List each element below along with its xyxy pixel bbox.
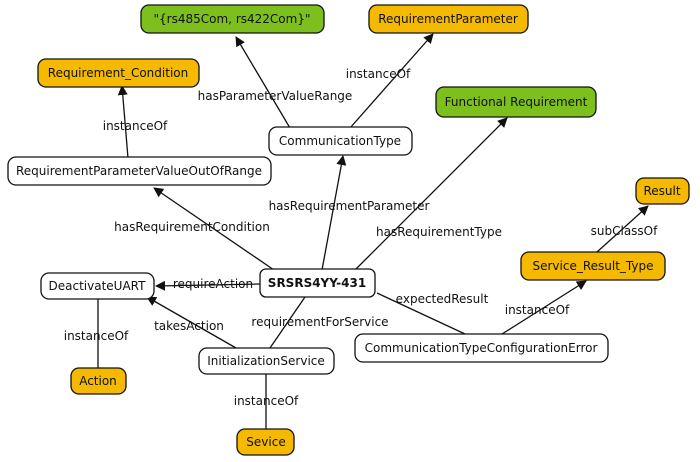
edge-instance-of-action: instanceOf bbox=[64, 299, 129, 368]
node-srs-requirement[interactable]: SRSRS4YY-431 bbox=[259, 268, 376, 298]
edge-label-instance-of-requirement-condition: instanceOf bbox=[103, 119, 168, 133]
node-label-deactivate-uart: DeactivateUART bbox=[49, 279, 147, 293]
edge-requirement-for-service: requirementForService bbox=[251, 296, 389, 349]
node-action[interactable]: Action bbox=[70, 367, 127, 395]
node-sevice[interactable]: Sevice bbox=[236, 428, 295, 456]
node-config-error[interactable]: CommunicationTypeConfigurationError bbox=[354, 333, 609, 363]
edge-instance-of-requirement-condition: instanceOf bbox=[103, 85, 168, 159]
node-label-result: Result bbox=[643, 184, 680, 198]
node-label-action: Action bbox=[79, 374, 117, 388]
node-label-initialization-service: InitializationService bbox=[207, 354, 325, 368]
node-label-sevice: Sevice bbox=[246, 435, 285, 449]
edge-instance-of-service: instanceOf bbox=[234, 374, 299, 429]
node-initialization-service[interactable]: InitializationService bbox=[198, 347, 335, 375]
edge-label-instance-of-service-result-type: instanceOf bbox=[505, 303, 570, 317]
edge-label-require-action: requireAction bbox=[173, 277, 253, 291]
node-communication-type[interactable]: CommunicationType bbox=[268, 126, 413, 156]
edge-label-sub-class-of: subClassOf bbox=[591, 224, 658, 238]
node-label-literal-value-range: "{rs485Com, rs422Com}" bbox=[154, 12, 311, 26]
edge-require-action: requireAction bbox=[155, 277, 261, 291]
node-label-config-error: CommunicationTypeConfigurationError bbox=[365, 341, 598, 355]
edge-has-requirement-parameter: hasRequirementParameter bbox=[269, 155, 430, 271]
node-literal-value-range[interactable]: "{rs485Com, rs422Com}" bbox=[140, 4, 325, 34]
edge-label-has-requirement-type: hasRequirementType bbox=[376, 225, 502, 239]
edge-label-has-requirement-condition: hasRequirementCondition bbox=[114, 220, 270, 234]
node-label-requirement-condition: Requirement_Condition bbox=[48, 66, 188, 80]
edge-instance-of-service-result-type: instanceOf bbox=[501, 280, 587, 335]
nodes: "{rs485Com, rs422Com}" RequirementParame… bbox=[7, 4, 690, 456]
node-label-srs-requirement: SRSRS4YY-431 bbox=[268, 276, 366, 290]
edge-has-parameter-value-range: hasParameterValueRange bbox=[198, 36, 353, 129]
edges: hasParameterValueRange instanceOf instan… bbox=[64, 33, 658, 429]
edge-expected-result: expectedResult bbox=[376, 292, 489, 335]
node-label-service-result-type: Service_Result_Type bbox=[533, 259, 654, 273]
edge-takes-action: takesAction bbox=[146, 296, 237, 349]
edge-label-has-parameter-value-range: hasParameterValueRange bbox=[198, 89, 353, 103]
edge-sub-class-of: subClassOf bbox=[591, 205, 658, 253]
node-requirement-condition[interactable]: Requirement_Condition bbox=[37, 58, 200, 88]
edge-has-requirement-type: hasRequirementType bbox=[354, 117, 508, 271]
edge-label-takes-action: takesAction bbox=[154, 319, 224, 333]
node-deactivate-uart[interactable]: DeactivateUART bbox=[40, 272, 155, 300]
edge-label-instance-of-communication-type: instanceOf bbox=[346, 67, 411, 81]
edge-instance-of-communication-type: instanceOf bbox=[346, 33, 434, 129]
edge-has-requirement-condition: hasRequirementCondition bbox=[114, 187, 275, 271]
node-out-of-range[interactable]: RequirementParameterValueOutOfRange bbox=[7, 156, 272, 186]
node-label-out-of-range: RequirementParameterValueOutOfRange bbox=[16, 164, 262, 178]
node-label-communication-type: CommunicationType bbox=[279, 134, 401, 148]
node-label-requirement-parameter: RequirementParameter bbox=[378, 12, 518, 26]
node-label-functional-requirement: Functional Requirement bbox=[445, 95, 588, 109]
edge-label-expected-result: expectedResult bbox=[396, 292, 489, 306]
node-result[interactable]: Result bbox=[635, 177, 690, 205]
node-requirement-parameter[interactable]: RequirementParameter bbox=[368, 4, 529, 34]
edge-label-instance-of-action: instanceOf bbox=[64, 329, 129, 343]
edge-label-has-requirement-parameter: hasRequirementParameter bbox=[269, 199, 430, 213]
node-functional-requirement[interactable]: Functional Requirement bbox=[435, 86, 597, 118]
edge-label-instance-of-service: instanceOf bbox=[234, 394, 299, 408]
node-service-result-type[interactable]: Service_Result_Type bbox=[520, 251, 666, 281]
edge-label-requirement-for-service: requirementForService bbox=[251, 315, 388, 329]
